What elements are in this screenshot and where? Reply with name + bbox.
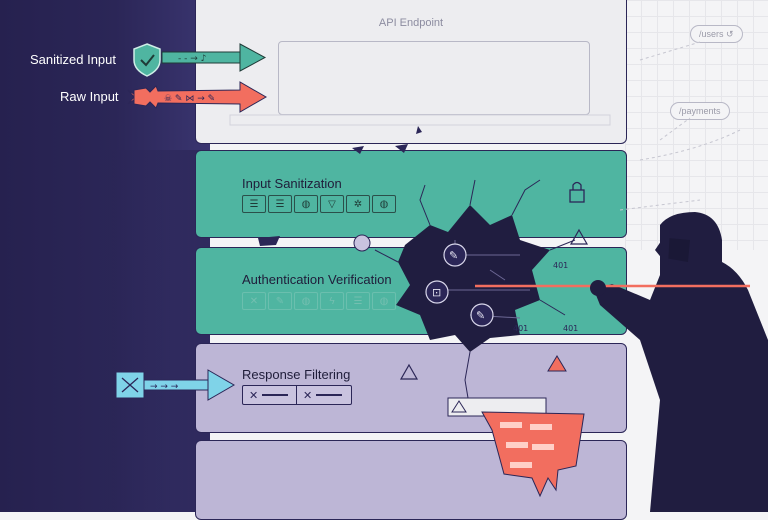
cross-icon: ✕ xyxy=(242,292,266,310)
network-icon: ✲ xyxy=(346,195,370,213)
pen-icon: ✎ xyxy=(268,292,292,310)
filter-icon: ▽ xyxy=(320,195,344,213)
sanitized-input-label: Sanitized Input xyxy=(30,52,117,67)
shield-check-icon xyxy=(133,43,161,77)
bolt-icon: ϟ xyxy=(320,292,344,310)
padlock-icon xyxy=(569,181,585,203)
filter-rule: ✕ xyxy=(243,386,297,404)
padlock-open-icon xyxy=(425,280,449,304)
filter-rule: ✕ xyxy=(297,386,351,404)
route-label: /users xyxy=(699,29,724,39)
svg-text:✎: ✎ xyxy=(449,249,458,262)
route-lines xyxy=(619,41,741,211)
raw-input-label: Raw Input xyxy=(60,89,119,104)
cross-icon: ✕ xyxy=(249,389,259,402)
leaking-data-document xyxy=(447,397,585,498)
gear-icon xyxy=(353,234,371,252)
svg-text:✎: ✎ xyxy=(476,309,485,322)
breach-hole: ✎ ⊡ ✎ xyxy=(396,205,550,352)
response-filtering-title: Response Filtering xyxy=(242,367,351,382)
authentication-verification-title: Authentication Verification xyxy=(242,272,392,287)
sanitization-icon-row: ☰ ☰ ◍ ▽ ✲ ◍ xyxy=(242,195,396,213)
svg-text:☠ ✎ ⋈ → ✎: ☠ ✎ ⋈ → ✎ xyxy=(164,94,215,104)
route-label: /payments xyxy=(679,106,721,116)
attacker-hand xyxy=(590,280,606,296)
input-sanitization-title: Input Sanitization xyxy=(242,176,342,191)
api-endpoint-layer: API Endpoint xyxy=(195,0,627,144)
sanitized-arrow-icon: - - → ♪ xyxy=(161,43,267,72)
globe-icon: ◍ xyxy=(372,195,396,213)
warning-triangle-icon xyxy=(399,228,589,380)
cross-icon: ✕ xyxy=(303,389,313,402)
hooded-attacker-icon xyxy=(594,212,768,512)
list-icon: ☰ xyxy=(346,292,370,310)
expand-arrows-icon: → → → xyxy=(115,369,236,401)
filter-row: ✕ ✕ xyxy=(242,385,352,405)
authentication-icon-row: ✕ ✎ ◍ ϟ ☰ ◍ xyxy=(242,292,396,310)
breach-code: 401 xyxy=(513,324,528,333)
breach-code: 401 xyxy=(563,324,578,333)
globe-icon: ◍ xyxy=(372,292,396,310)
endpoint-input-box[interactable] xyxy=(278,41,590,115)
spiked-arrow-icon: ☠ ✎ ⋈ → ✎ xyxy=(127,81,268,113)
debris xyxy=(258,126,422,246)
list-icon: ☰ xyxy=(242,195,266,213)
endpoint-inner-frame xyxy=(229,114,611,126)
svg-text:→ → →: → → → xyxy=(150,382,179,392)
backdrop-fade xyxy=(100,150,210,512)
breach-code: 401 xyxy=(553,261,568,270)
api-endpoint-title: API Endpoint xyxy=(378,17,444,29)
svg-text:- - → ♪: - - → ♪ xyxy=(178,54,206,64)
tool-icon xyxy=(470,303,494,327)
input-sanitization-layer: Input Sanitization ☰ ☰ ◍ ▽ ✲ ◍ xyxy=(195,150,627,238)
route-pill-users[interactable]: /users ↺ xyxy=(690,25,743,43)
route-pill-payments[interactable]: /payments xyxy=(670,102,730,120)
list-icon: ☰ xyxy=(268,195,292,213)
globe-icon: ◍ xyxy=(294,292,318,310)
tool-icon xyxy=(443,243,467,267)
globe-icon: ◍ xyxy=(294,195,318,213)
svg-text:⊡: ⊡ xyxy=(432,286,441,299)
